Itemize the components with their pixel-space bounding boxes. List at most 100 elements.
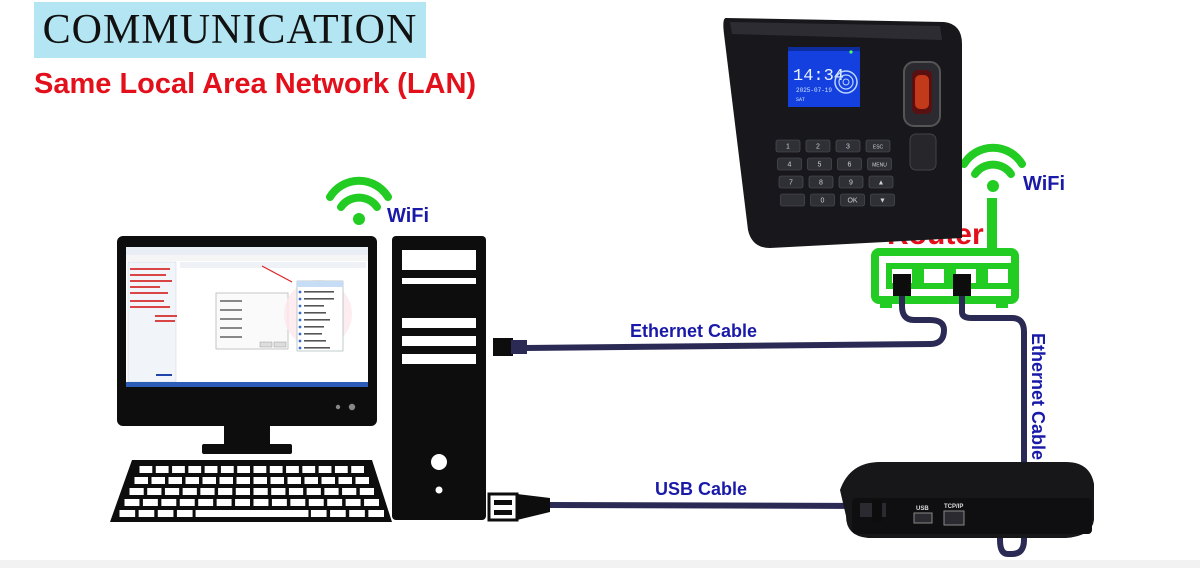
- keypad-button: [805, 139, 831, 153]
- rj45-plug-router-2: [953, 274, 971, 296]
- port-label-tcpip: TCP/IP: [944, 504, 963, 510]
- bottom-strip: [0, 560, 1200, 568]
- keyboard-key: [218, 488, 233, 495]
- keyboard-key: [179, 499, 195, 506]
- page-title: COMMUNICATION: [42, 7, 418, 53]
- keyboard-key: [147, 488, 162, 495]
- keyboard-key: [349, 510, 365, 517]
- keyboard-key: [204, 466, 218, 473]
- keypad-button: [837, 157, 862, 171]
- router: [871, 198, 1019, 308]
- keypad-button-label: 0: [821, 198, 825, 205]
- keyboard-key: [359, 488, 374, 495]
- tower-led: [435, 486, 443, 494]
- clock-day: SAT: [796, 97, 805, 103]
- terminal-back-ports: USB TCP/IP: [840, 462, 1094, 538]
- clock-time: 14:34: [793, 67, 844, 86]
- keyboard-key: [236, 477, 250, 484]
- keypad-button-label: 1: [786, 144, 790, 151]
- keyboard-key: [302, 466, 316, 473]
- keyboard-key: [318, 466, 332, 473]
- keyboard-key: [172, 466, 185, 473]
- keyboard-key: [287, 477, 301, 484]
- wifi-icon-router: [960, 143, 1026, 192]
- keyboard-key: [270, 477, 284, 484]
- keypad-button: [778, 175, 804, 189]
- keypad-button-label: 5: [818, 162, 822, 169]
- rj45-plug-pc: [493, 338, 513, 356]
- keyboard-key: [161, 499, 177, 506]
- keypad-button: [868, 175, 894, 189]
- keyboard-key: [138, 510, 155, 517]
- keyboard-key: [176, 510, 193, 517]
- keyboard-key: [188, 466, 202, 473]
- keyboard-key: [253, 499, 269, 506]
- monitor-power-button: [348, 403, 356, 411]
- keypad-button: [835, 139, 861, 153]
- keyboard-key: [290, 499, 306, 506]
- keypad-button-label: 9: [849, 180, 853, 187]
- keyboard-keys: [119, 466, 384, 517]
- keyboard-key: [351, 466, 364, 473]
- title-banner: COMMUNICATION: [34, 2, 426, 58]
- keyboard-key: [168, 477, 182, 484]
- keyboard-key: [304, 477, 318, 484]
- keypad-button-label: ESC: [873, 145, 884, 151]
- keyboard-key: [124, 499, 140, 506]
- keyboard-key: [253, 488, 268, 495]
- ethernet-cable-label-h: Ethernet Cable: [630, 321, 757, 341]
- keyboard-key: [271, 488, 286, 495]
- keyboard-key: [164, 488, 180, 495]
- keyboard-key: [253, 477, 267, 484]
- keyboard-key: [330, 510, 346, 517]
- card-reader: [909, 133, 937, 171]
- keypad-button: [780, 193, 805, 207]
- keypad-button: [808, 175, 834, 189]
- keyboard-key: [334, 466, 348, 473]
- keypad-button: [810, 193, 835, 207]
- keyboard-key: [185, 477, 199, 484]
- usb-cable-label: USB Cable: [655, 479, 747, 499]
- page-subtitle: Same Local Area Network (LAN): [34, 68, 477, 100]
- keyboard-key: [139, 466, 153, 473]
- keyboard-key: [342, 488, 357, 495]
- monitor-stand-base: [202, 444, 292, 454]
- clock-screen: [788, 47, 860, 107]
- monitor: [117, 236, 377, 454]
- keyboard-key: [235, 488, 250, 495]
- keyboard-key: [157, 510, 174, 517]
- keypad-button-label: 6: [848, 162, 852, 169]
- keypad-button-label: ▲: [878, 180, 885, 187]
- rj45-plug-router-1: [893, 274, 911, 296]
- fingerprint-icon: [834, 70, 858, 94]
- usb-plug-pc: [487, 492, 519, 522]
- tower-drive-bay: [402, 250, 476, 270]
- keyboard-key: [368, 510, 384, 517]
- monitor-stand-neck: [224, 426, 270, 446]
- keyboard-key: [155, 466, 169, 473]
- keypad-button: [777, 157, 802, 171]
- keyboard-key: [198, 499, 214, 506]
- keyboard-key: [286, 466, 299, 473]
- keyboard-key: [237, 466, 250, 473]
- ethernet-cable-pc-router: [493, 274, 948, 356]
- keyboard-key: [220, 466, 234, 473]
- keypad-button: [838, 175, 864, 189]
- keypad-button: [840, 193, 865, 207]
- keypad-button: [807, 157, 832, 171]
- keyboard-key: [219, 477, 233, 484]
- keypad-button: [775, 139, 801, 153]
- monitor-led: [335, 404, 341, 410]
- tower-power-button: [431, 454, 447, 470]
- usb-cable: [487, 492, 873, 522]
- keyboard-key: [142, 499, 158, 506]
- ethernet-cable-label-v: Ethernet Cable: [1028, 333, 1048, 460]
- usb-plug-device: [872, 500, 882, 522]
- port-label-usb: USB: [916, 506, 929, 512]
- keypad-button-label: OK: [847, 198, 857, 205]
- keyboard-key: [338, 477, 352, 484]
- keyboard-key: [253, 466, 267, 473]
- keyboard-key: [327, 499, 343, 506]
- keyboard-key: [321, 477, 335, 484]
